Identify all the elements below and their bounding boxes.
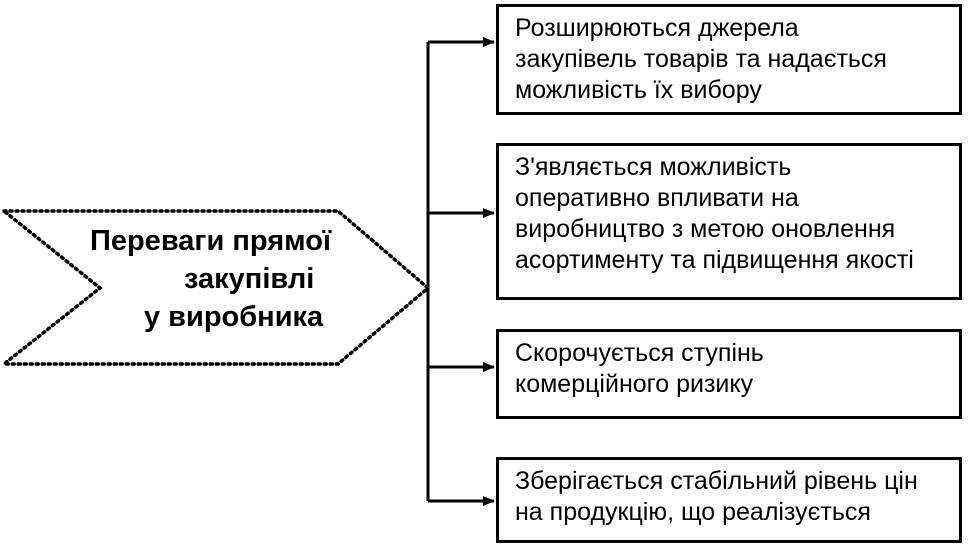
- benefit-2-line-4: асортименту та підвищення якості: [515, 246, 914, 274]
- benefit-2-line-1: З'являється можливість: [515, 153, 792, 181]
- main-chevron-shape: [0, 209, 431, 366]
- benefit-3-line-1: Скорочується ступінь: [515, 339, 764, 367]
- benefit-box-2: З'являється можливість оперативно вплива…: [496, 143, 962, 300]
- benefit-box-4: Зберігається стабільний рівень цін на пр…: [496, 457, 962, 543]
- benefit-1-line-1: Розширюються джерела: [515, 14, 799, 42]
- benefit-2-line-2: оперативно впливати на: [515, 184, 799, 212]
- main-label-line-1: Переваги прямої: [90, 225, 332, 257]
- benefit-2-line-3: виробництво з метою оновлення: [515, 215, 896, 243]
- benefit-box-1: Розширюються джерела закупівель товарів …: [496, 4, 962, 115]
- benefit-3-line-2: комерційного ризику: [515, 370, 754, 398]
- benefit-1-line-2: закупівель товарів та надається: [515, 45, 887, 73]
- main-label-line-2: закупівлі: [184, 263, 315, 295]
- benefit-box-3: Скорочується ступінь комерційного ризику: [496, 329, 962, 419]
- main-label-line-3: у виробника: [144, 301, 324, 333]
- benefit-1-line-3: можливість їх вибору: [515, 76, 762, 104]
- benefit-4-line-2: на продукцію, що реалізується: [515, 498, 871, 526]
- main-label: Переваги прямої закупівлі у виробника: [60, 222, 390, 336]
- benefit-4-line-1: Зберігається стабільний рівень цін: [515, 467, 918, 495]
